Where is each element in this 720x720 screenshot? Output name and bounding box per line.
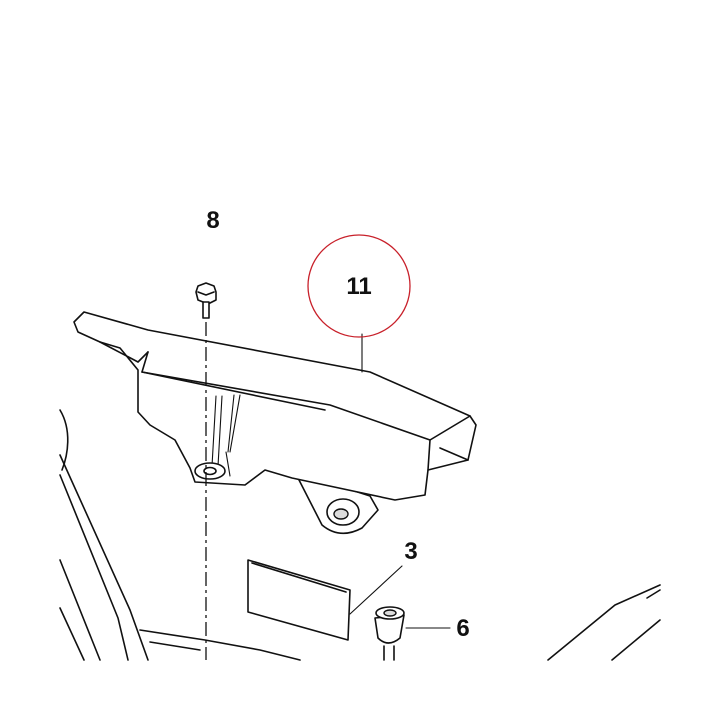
callout-8: 8 [206,207,219,234]
callout-6: 6 [456,615,469,642]
chain-guard-cover [73,311,477,501]
spacer-nut [374,606,405,661]
callout-3: 3 [404,538,417,565]
callout-11: 11 [346,273,371,300]
frame-housing [59,409,661,661]
bolt-part [195,282,217,319]
highlight-circle [307,234,411,338]
rubber-pad [247,559,351,641]
leader-line-3 [349,565,403,615]
mount-bracket [297,477,379,535]
